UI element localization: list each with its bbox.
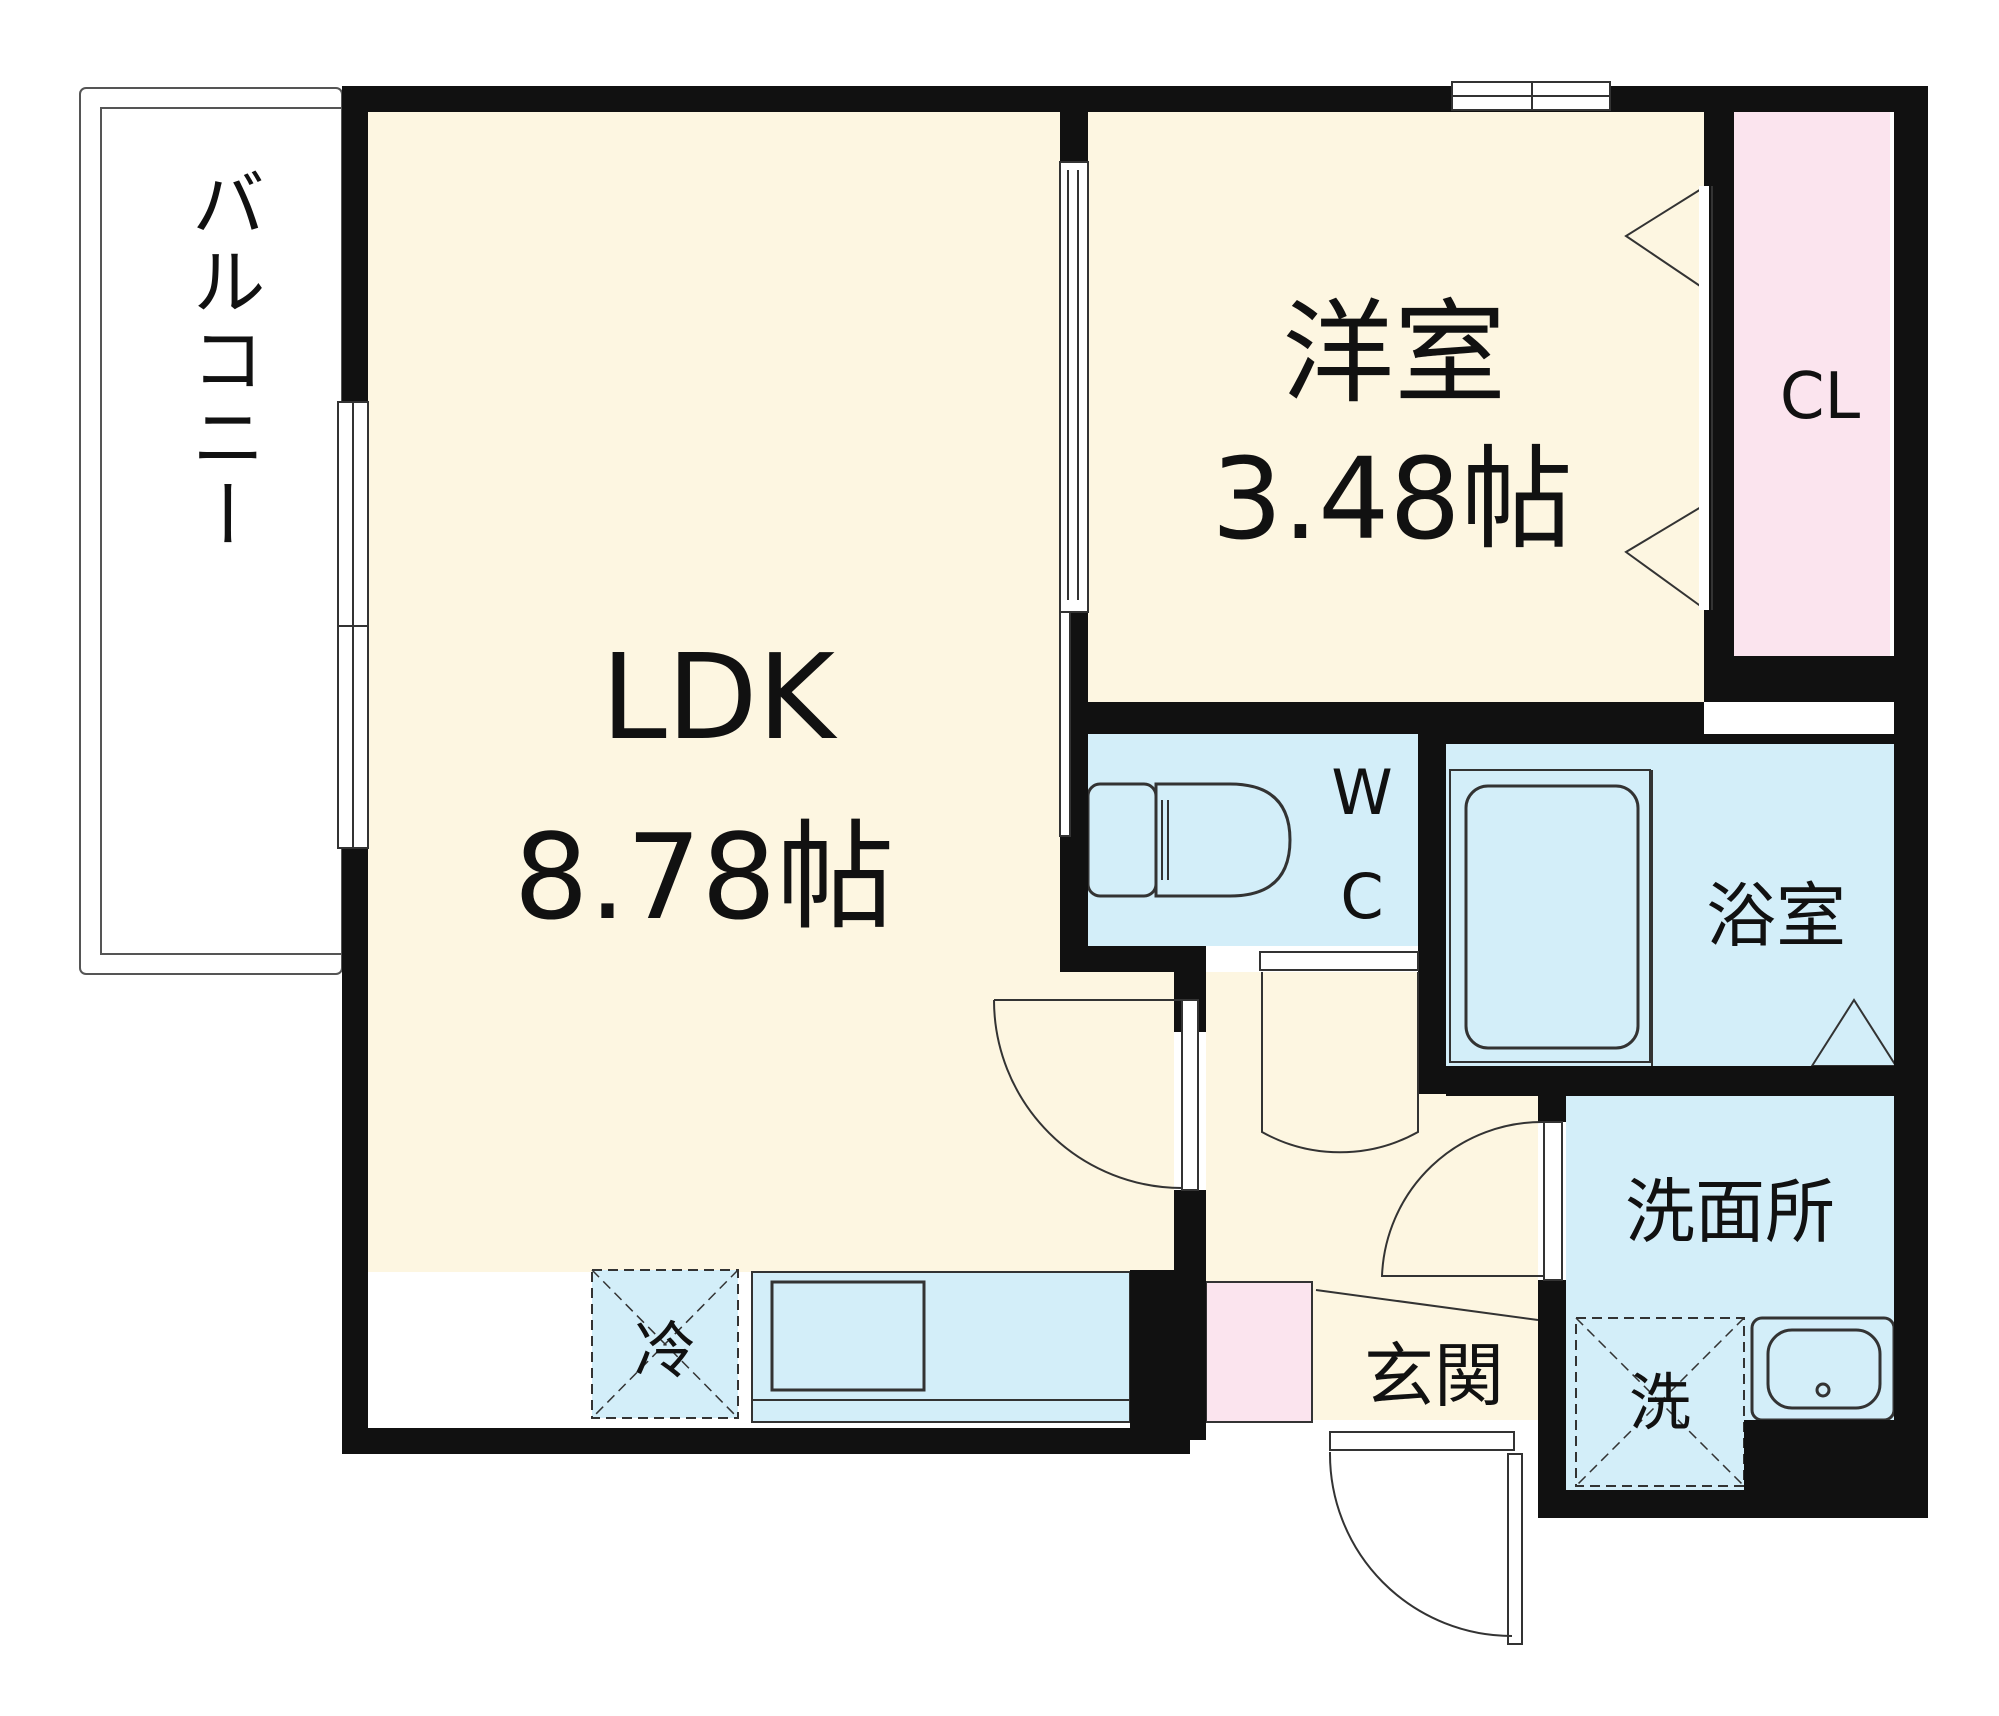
toilet-label-c: C	[1340, 860, 1383, 933]
closet-doors	[1624, 185, 1707, 611]
ldk-name: LDK	[601, 628, 838, 766]
balcony	[79, 87, 343, 975]
bathtub	[1449, 769, 1898, 1067]
labels: LDK 8.78帖 洋室 3.48帖 CL W C 浴室 洗面所 玄関 冷 洗 …	[179, 165, 1861, 1439]
toilet-fixture	[1086, 782, 1292, 898]
swing-doors	[993, 951, 1563, 1645]
wash-basin	[1750, 1316, 1896, 1422]
walls	[342, 86, 1928, 1518]
western-room-floor	[1088, 112, 1704, 702]
bathroom-label: 浴室	[1706, 875, 1846, 957]
washroom-label: 洗面所	[1625, 1171, 1835, 1253]
western-room-name: 洋室	[1282, 289, 1506, 419]
sink	[770, 1280, 926, 1392]
closet-label: CL	[1780, 360, 1861, 434]
sliding-door	[1059, 161, 1713, 837]
fridge-label: 冷	[634, 1314, 696, 1387]
entrance-label: 玄関	[1364, 1335, 1504, 1417]
ldk-size: 8.78帖	[514, 808, 895, 946]
shoe-cabinet	[1205, 1281, 1313, 1423]
ldk-floor	[366, 112, 1174, 1272]
balcony-label: バルコニー	[179, 165, 265, 555]
floor-areas	[366, 112, 1894, 1490]
kitchen	[591, 1269, 1131, 1423]
toilet-label-w: W	[1331, 756, 1392, 829]
closet-floor	[1734, 112, 1890, 656]
windows	[337, 81, 1611, 849]
washer-pan	[1575, 1317, 1745, 1487]
washer-label: 洗	[1629, 1366, 1691, 1439]
western-room-size: 3.48帖	[1211, 435, 1572, 565]
